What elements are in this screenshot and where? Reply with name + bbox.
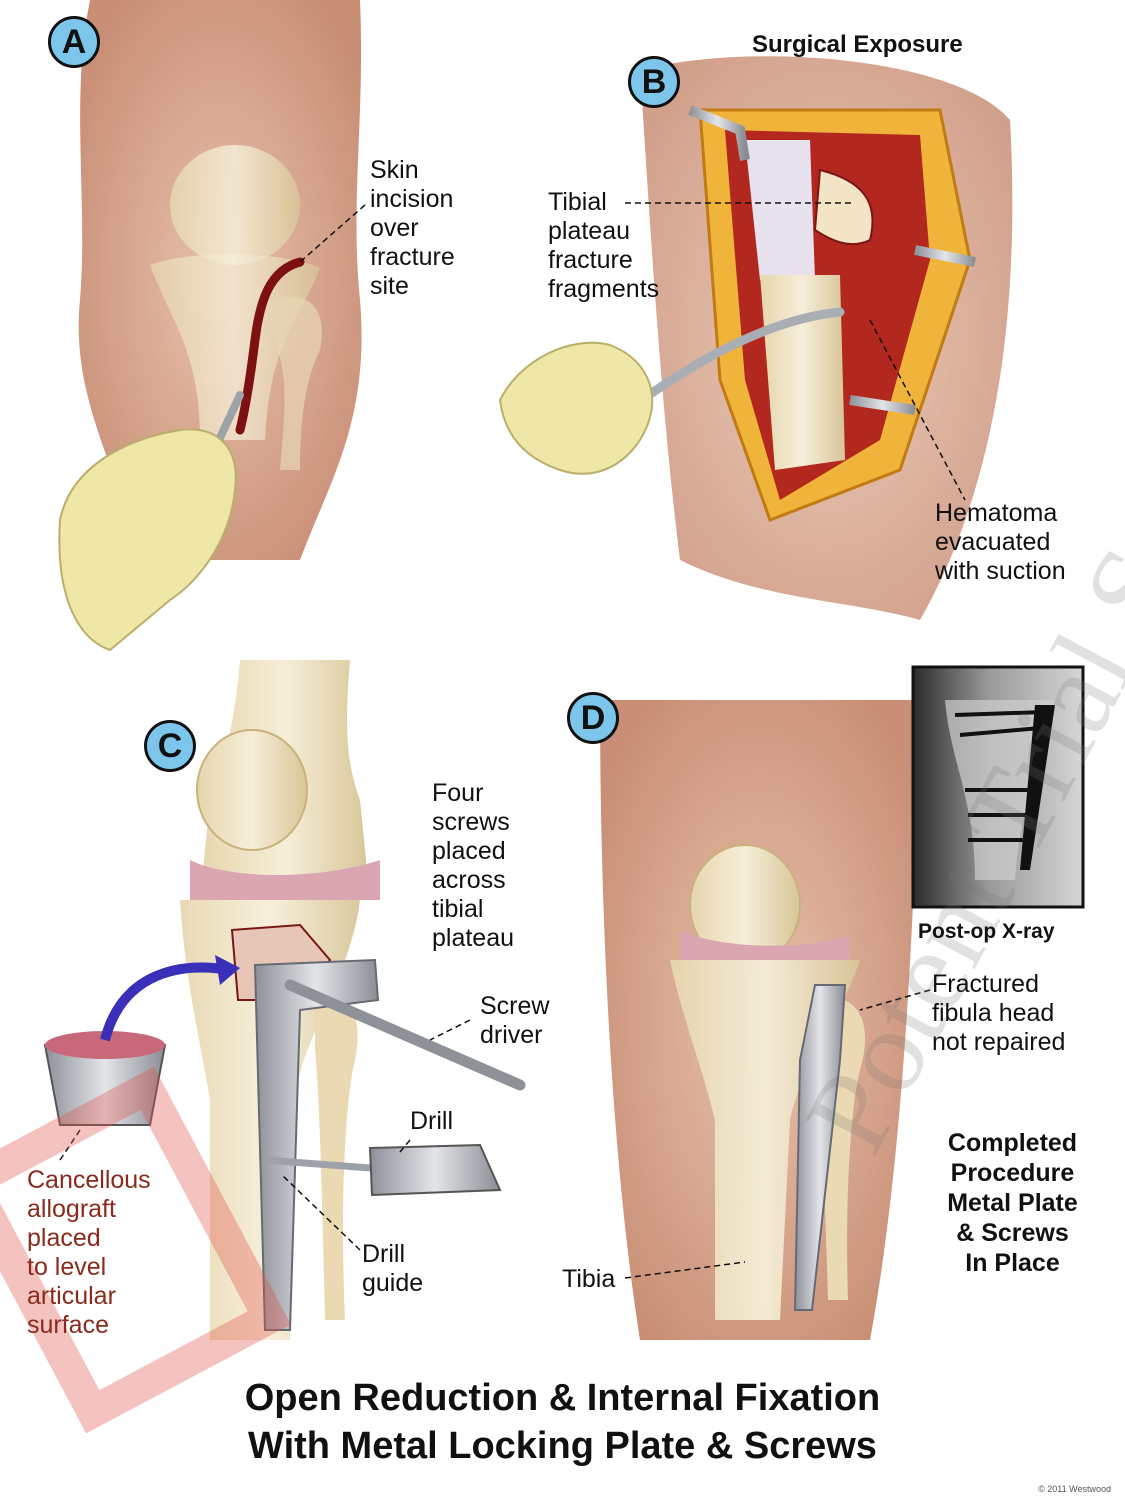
- footer-title-line-1: Open Reduction & Internal Fixation: [244, 1377, 881, 1419]
- panel-c-screwdriver-leader: [429, 1019, 471, 1041]
- panel-c-patella: [196, 729, 308, 851]
- panel-a-incision-leader: [299, 204, 366, 263]
- panel-c-allograft-label: Cancellous allograft placed to level art…: [27, 1166, 151, 1339]
- panel-d-completed-illustration: [600, 700, 931, 1340]
- panel-c-screwdriver-label: Screw driver: [480, 992, 550, 1049]
- panel-c-drill: [368, 1143, 502, 1197]
- panel-c-meniscus: [190, 860, 380, 900]
- panel-c-fibula: [315, 989, 358, 1320]
- panel-d-tibia-label: Tibia: [562, 1265, 616, 1293]
- xray-screw-2: [959, 726, 1041, 737]
- panel-d-fibula-label: Fractured fibula head not repaired: [932, 970, 1066, 1056]
- panel-a-fibula: [270, 296, 322, 470]
- xray-plate: [1020, 705, 1055, 870]
- panel-a-incision: [235, 257, 305, 435]
- panel-b-heading: Surgical Exposure: [752, 31, 963, 58]
- panel-b-tendon: [745, 140, 815, 280]
- panel-c-drill-guide-leader: [281, 1174, 361, 1251]
- panel-d-badge: D: [567, 692, 619, 744]
- panel-a-incision-label: Skin incision over fracture site: [370, 156, 455, 300]
- panel-c-transfer-arrow: [100, 962, 231, 1042]
- panel-c-drill-bit: [264, 1156, 371, 1172]
- panel-c-screws-label: Four screws placed across tibial plateau: [432, 779, 515, 952]
- panel-c-drill-guide-label: Drill guide: [362, 1240, 424, 1297]
- logo-mark: [0, 1066, 291, 1434]
- panel-d-xray-caption: Post-op X-ray: [918, 920, 1055, 943]
- panel-d-tibia-leader: [624, 1261, 746, 1279]
- panel-c-drill-label: Drill: [410, 1107, 454, 1135]
- panel-d-completed-label: Completed Procedure Metal Plate & Screws…: [947, 1129, 1078, 1277]
- panel-b-fragments-label: Tibial plateau fracture fragments: [548, 188, 660, 303]
- panel-b-surgical-exposure-illustration: [498, 56, 1013, 621]
- panel-b-tibia-exposed: [760, 275, 845, 470]
- panel-a-badge: A: [48, 16, 100, 68]
- panel-a-gloved-hand: [58, 428, 237, 652]
- panel-d-fibula-leader: [859, 989, 931, 1011]
- panel-c-drill-leader: [399, 1139, 411, 1153]
- panel-a-patella: [170, 145, 300, 265]
- panel-c-badge: C: [144, 720, 196, 772]
- panel-d-locking-plate: [793, 984, 847, 1311]
- copyright: © 2011 Westwood: [1038, 1484, 1111, 1494]
- xray-screw-1: [954, 710, 1046, 717]
- panel-a-knee-illustration: [58, 0, 366, 652]
- footer-title-line-2: With Metal Locking Plate & Screws: [248, 1425, 877, 1467]
- panel-c-screw-driver: [284, 979, 526, 1091]
- panel-b-fracture-fragments: [813, 168, 874, 246]
- panel-b-retractor-bottom: [849, 395, 916, 415]
- panel-b-hematoma-leader: [869, 319, 966, 501]
- panel-c-arrow-head: [215, 955, 240, 985]
- panel-b-hematoma-label: Hematoma evacuated with suction: [935, 499, 1066, 585]
- panel-b-badge: B: [628, 56, 680, 108]
- panel-c-locking-plate: [253, 958, 380, 1331]
- panel-b-gloved-hand: [498, 341, 654, 475]
- panel-b-retractor-right: [914, 245, 976, 267]
- panel-c-fixation-illustration: [43, 660, 526, 1340]
- panel-b-retractor-top: [688, 105, 750, 161]
- panel-d-xray-inset: [911, 665, 1085, 909]
- panel-c-allograft-leader: [59, 1129, 81, 1161]
- panel-c-allograft-granules: [45, 1031, 165, 1059]
